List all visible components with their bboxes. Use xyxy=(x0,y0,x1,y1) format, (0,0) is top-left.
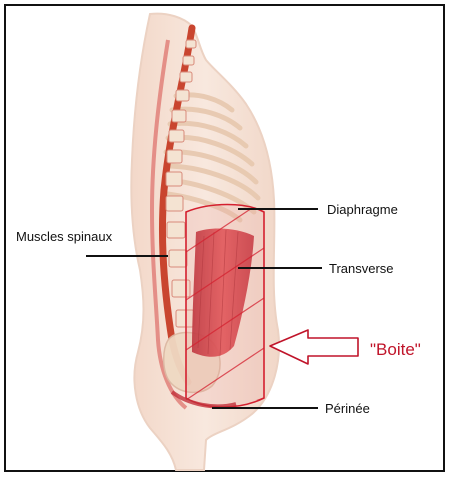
label-perinee: Périnée xyxy=(325,402,370,415)
label-boite: "Boite" xyxy=(370,341,421,358)
label-muscles-spinaux: Muscles spinaux xyxy=(16,230,112,243)
label-diaphragme: Diaphragme xyxy=(327,203,398,216)
boite-box xyxy=(186,200,264,420)
label-transverse: Transverse xyxy=(329,262,394,275)
boite-arrow-icon xyxy=(270,330,358,364)
